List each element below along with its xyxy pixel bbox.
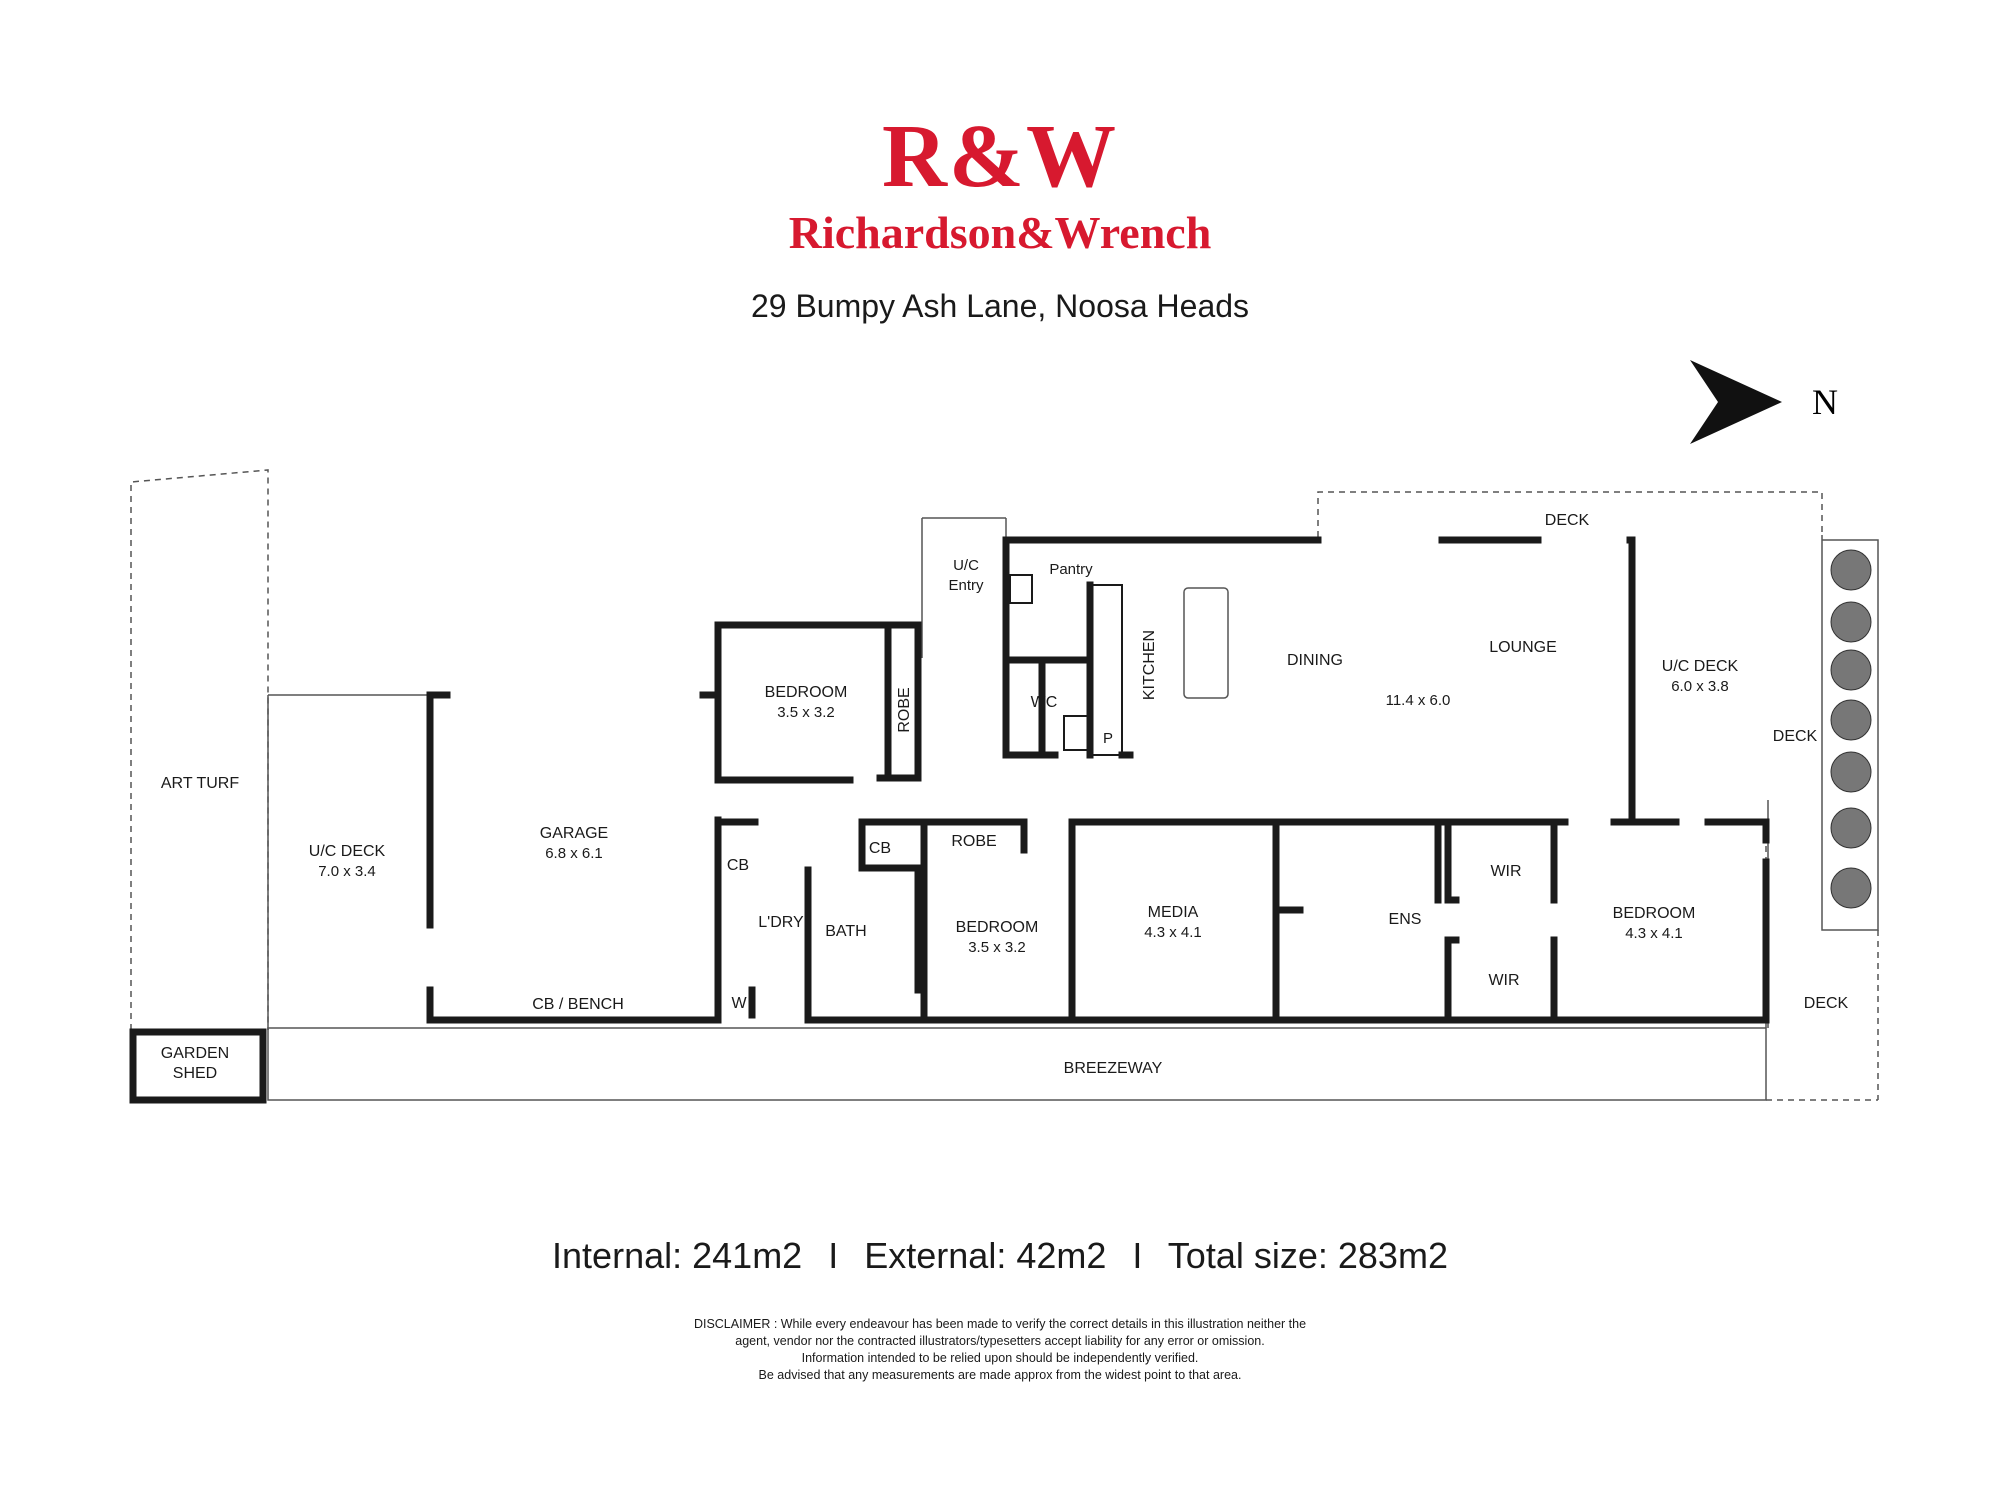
bedroom-main-dims: 4.3 x 4.1 bbox=[1625, 925, 1683, 942]
walls bbox=[129, 536, 1770, 1104]
kitchen-counters bbox=[1009, 574, 1123, 756]
external-value: 42m2 bbox=[1016, 1235, 1107, 1276]
breezeway-label: BREEZEWAY bbox=[1064, 1060, 1163, 1077]
disclaimer: DISCLAIMER : While every endeavour has b… bbox=[0, 1316, 2000, 1384]
garage-label: GARAGE bbox=[540, 825, 608, 842]
cb-left-label: CB bbox=[727, 857, 749, 874]
internal-label: Internal: bbox=[552, 1235, 683, 1276]
brand-name: Richardson&Wrench bbox=[788, 207, 1212, 258]
wir-top-label: WIR bbox=[1490, 863, 1521, 880]
living-dims: 11.4 x 6.0 bbox=[1386, 692, 1451, 709]
garden-shed-label-2: SHED bbox=[173, 1065, 217, 1082]
north-arrow-icon bbox=[1690, 360, 1782, 444]
north-label: N bbox=[1812, 382, 1838, 422]
wir-bottom-label: WIR bbox=[1488, 972, 1519, 989]
art-turf-label: ART TURF bbox=[161, 775, 239, 792]
media-dims: 4.3 x 4.1 bbox=[1144, 924, 1202, 941]
uc-deck-left-dims: 7.0 x 3.4 bbox=[318, 863, 376, 880]
lounge-label: LOUNGE bbox=[1489, 639, 1557, 656]
bedroom-mid-label: BEDROOM bbox=[956, 919, 1039, 936]
separator: I bbox=[1132, 1235, 1143, 1276]
robe-mid-label: ROBE bbox=[951, 833, 996, 850]
bedroom-top-dims: 3.5 x 3.2 bbox=[777, 704, 835, 721]
uc-deck-right-label: U/C DECK bbox=[1662, 658, 1739, 675]
total-value: 283m2 bbox=[1337, 1235, 1448, 1276]
garage-dims: 6.8 x 6.1 bbox=[545, 845, 603, 862]
deck-bottom-right-label: DECK bbox=[1804, 995, 1849, 1012]
deck-top-label: DECK bbox=[1545, 512, 1590, 529]
deck-right-label: DECK bbox=[1773, 728, 1818, 745]
p-label: P bbox=[1103, 730, 1113, 747]
bedroom-top-label: BEDROOM bbox=[765, 684, 848, 701]
total-label: Total size: bbox=[1167, 1235, 1328, 1276]
palm-plants-icon bbox=[1830, 549, 1872, 909]
garden-shed-label: GARDEN bbox=[161, 1045, 229, 1062]
uc-deck-left-label: U/C DECK bbox=[309, 843, 386, 860]
pantry-label: Pantry bbox=[1049, 561, 1093, 578]
kitchen-label: KITCHEN bbox=[1141, 630, 1158, 700]
uc-deck-right-dims: 6.0 x 3.8 bbox=[1671, 678, 1729, 695]
disclaimer-line: DISCLAIMER : While every endeavour has b… bbox=[693, 1317, 1307, 1331]
property-address: 29 Bumpy Ash Lane, Noosa Heads bbox=[750, 288, 1250, 324]
room-labels: ART TURF GARDEN SHED U/C DECK 7.0 x 3.4 … bbox=[161, 512, 1849, 1082]
wc-label: WC bbox=[1031, 694, 1058, 711]
uc-entry-label-2: Entry bbox=[948, 577, 984, 594]
ens-label: ENS bbox=[1389, 911, 1422, 928]
disclaimer-line: Be advised that any measurements are mad… bbox=[758, 1368, 1242, 1382]
internal-value: 241m2 bbox=[692, 1235, 803, 1276]
cb-bath-label: CB bbox=[869, 840, 891, 857]
disclaimer-line: Information intended to be relied upon s… bbox=[801, 1351, 1199, 1365]
w-label: W bbox=[731, 995, 747, 1012]
external-label: External: bbox=[864, 1235, 1007, 1276]
laundry-label: L'DRY bbox=[758, 914, 804, 931]
dining-label: DINING bbox=[1287, 652, 1343, 669]
bedroom-mid-dims: 3.5 x 3.2 bbox=[968, 939, 1026, 956]
bath-label: BATH bbox=[825, 923, 866, 940]
uc-entry-label: U/C bbox=[953, 557, 979, 574]
size-summary: Internal: 241m2 I External: 42m2 I Total… bbox=[0, 1238, 2000, 1274]
disclaimer-line: agent, vendor nor the contracted illustr… bbox=[735, 1334, 1265, 1348]
separator: I bbox=[828, 1235, 839, 1276]
robe-top-label: ROBE bbox=[896, 687, 913, 732]
brand-mark: R&W bbox=[882, 107, 1118, 206]
cb-bench-label: CB / BENCH bbox=[532, 996, 624, 1013]
media-label: MEDIA bbox=[1148, 904, 1199, 921]
bedroom-main-label: BEDROOM bbox=[1613, 905, 1696, 922]
